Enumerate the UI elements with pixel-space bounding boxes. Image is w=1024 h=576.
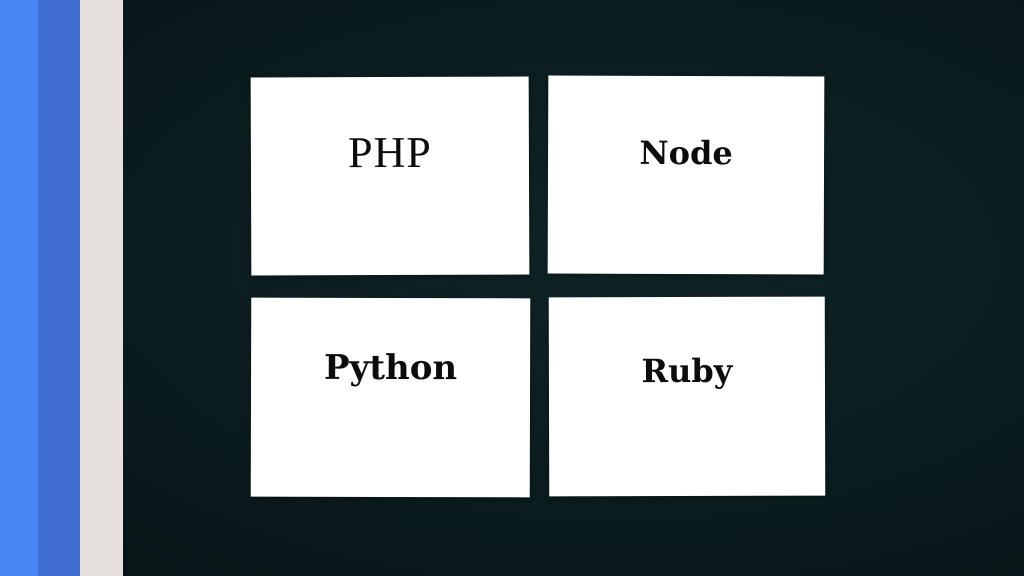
php-card-label: PHP	[347, 127, 432, 178]
ruby-card: Ruby	[548, 296, 826, 497]
php-card: PHP	[250, 76, 530, 276]
ruby-card-label: Ruby	[641, 351, 733, 391]
blue-stripe	[38, 0, 80, 576]
light-blue-stripe	[0, 0, 38, 576]
beige-stripe	[80, 0, 123, 576]
node-card-label: Node	[639, 133, 733, 173]
python-card: Python	[250, 297, 531, 498]
node-card: Node	[547, 75, 825, 275]
python-card-label: Python	[323, 347, 458, 389]
